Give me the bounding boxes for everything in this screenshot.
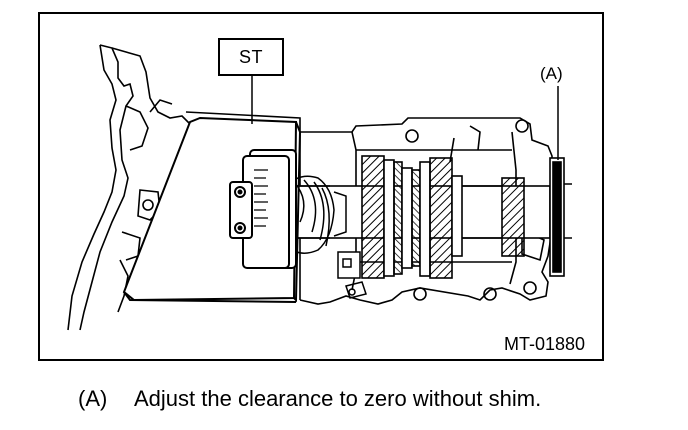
special-tool-label: ST — [218, 38, 284, 76]
caption: (A) Adjust the clearance to zero without … — [78, 386, 541, 412]
shaft-assembly — [291, 155, 572, 279]
helical-gear — [285, 175, 347, 254]
special-tool-illustration — [122, 116, 302, 303]
figure-frame — [38, 12, 604, 361]
figure-id: MT-01880 — [504, 334, 586, 354]
case-details — [337, 251, 367, 299]
caption-key: (A) — [78, 386, 108, 411]
leader-lines — [251, 76, 559, 160]
callout-label-a: (A) — [540, 64, 563, 83]
caption-text: Adjust the clearance to zero without shi… — [134, 386, 542, 411]
transmission-housing — [185, 111, 553, 305]
